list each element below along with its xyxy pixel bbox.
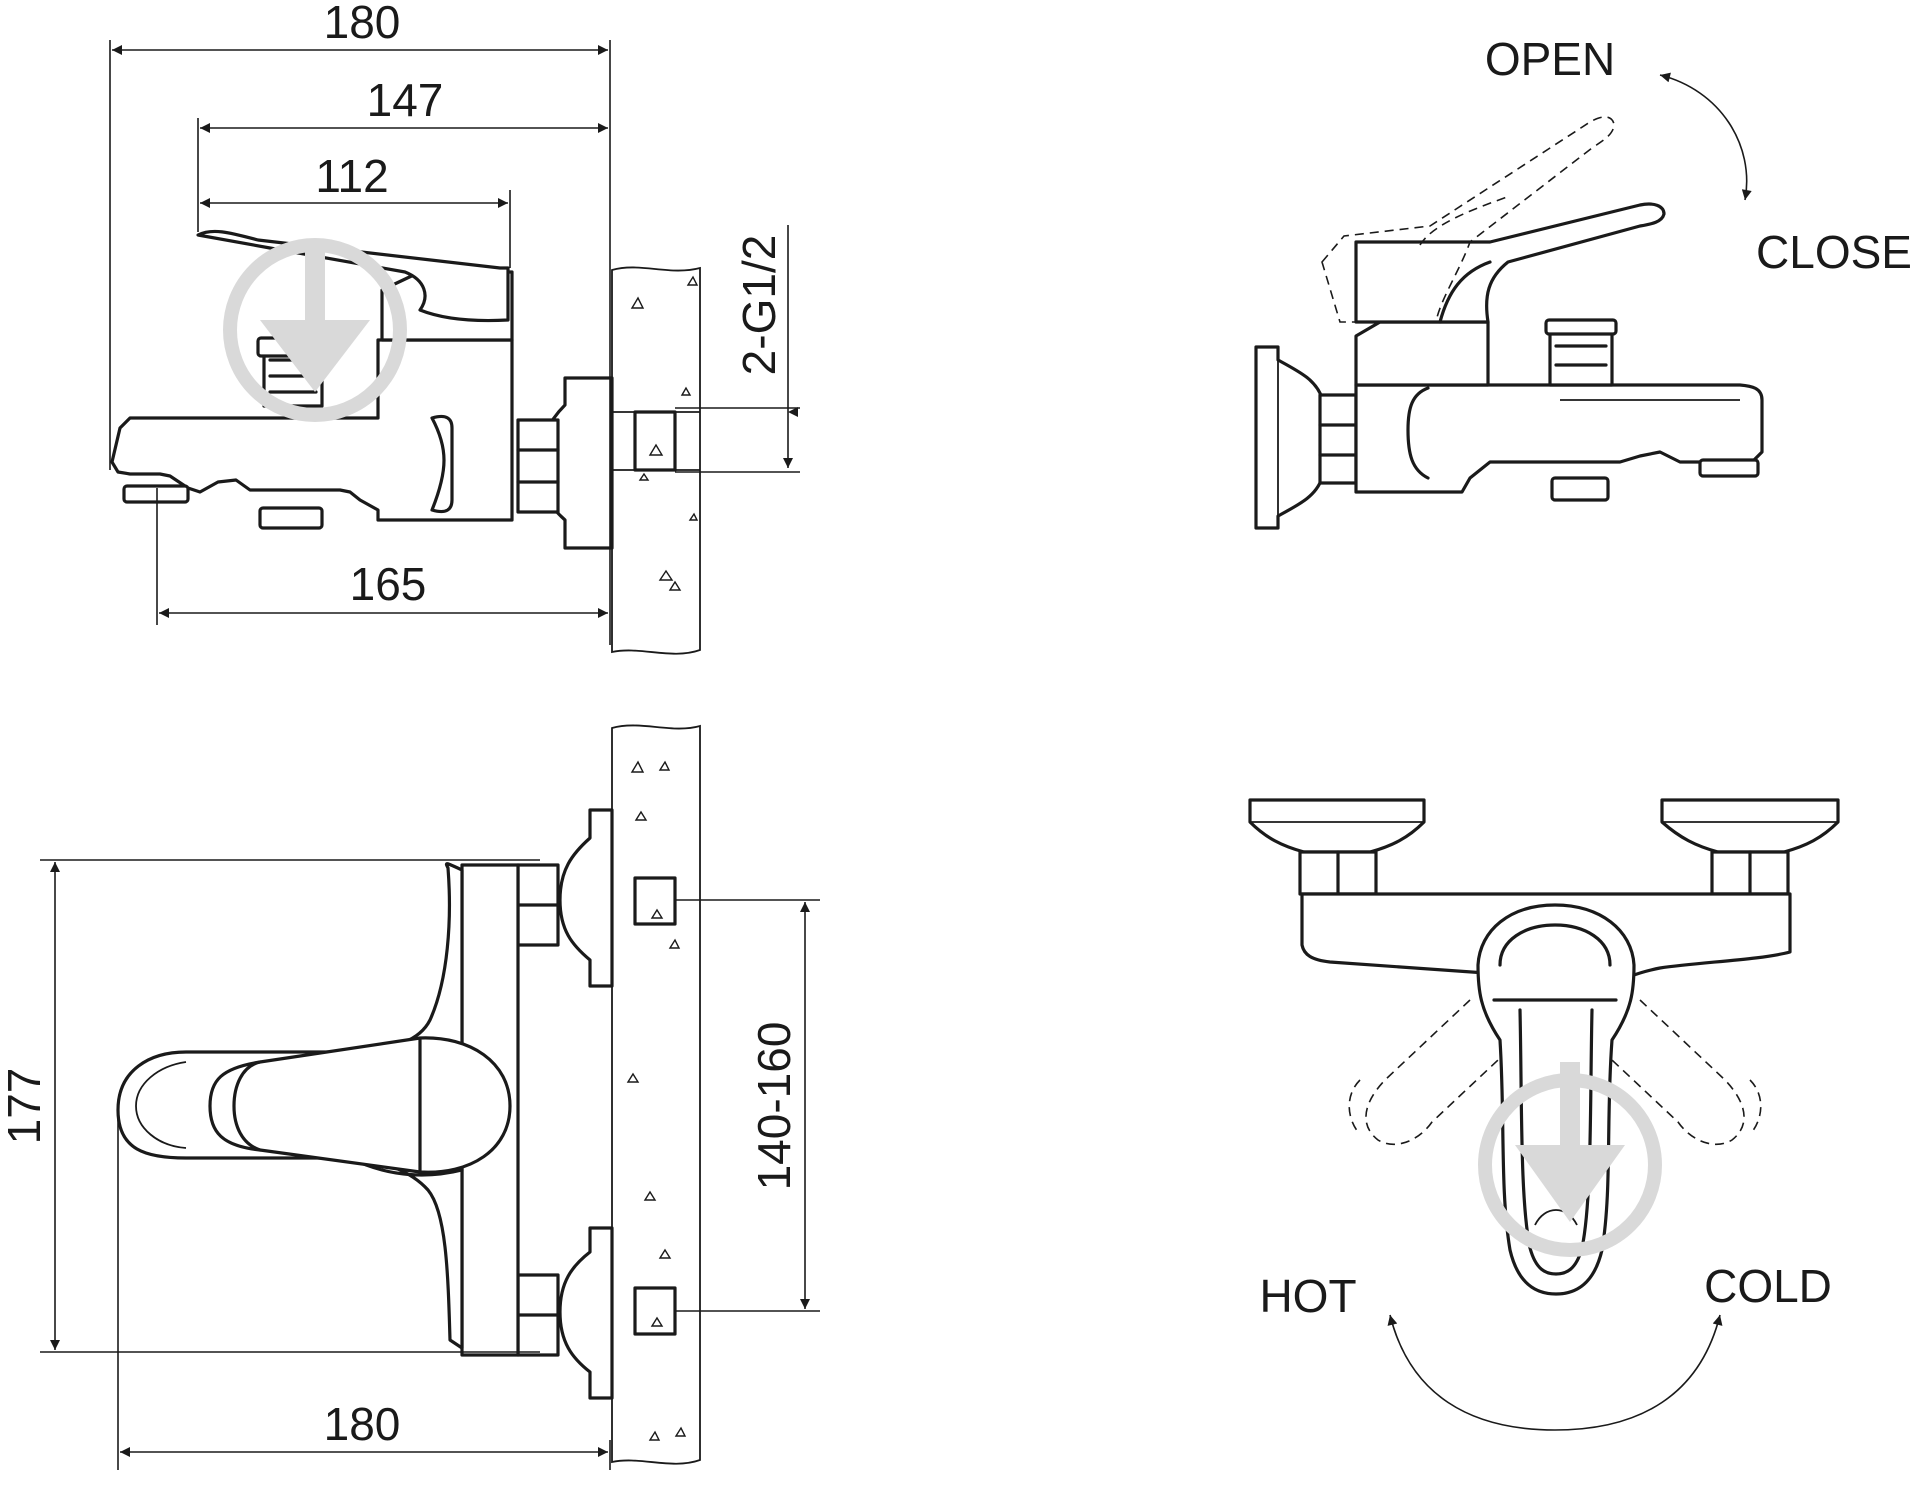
side-outlet [258,506,324,530]
top-view-wall [611,724,701,1465]
side-aerator [122,484,190,504]
end-view: OPEN CLOSE [1254,33,1912,530]
end-outlet [1550,476,1610,502]
dim-centers: 140-160 [748,1022,800,1191]
end-body [1354,383,1764,494]
side-body [110,338,514,522]
front-view: HOT COLD [1248,798,1840,1431]
dim-lever-length: 112 [315,150,388,202]
side-view: 180 147 112 165 2-G1/2 [109,0,800,655]
end-lever-open [1321,116,1615,323]
end-diverter [1544,318,1618,387]
download-arrow-circle-icon [223,238,407,422]
open-close-arrow [1659,72,1752,201]
end-flange [1254,345,1324,530]
front-flange-left [1248,798,1426,854]
close-label: CLOSE [1756,226,1912,278]
top-flange-lower [558,1226,614,1400]
end-nut [1318,393,1358,485]
dim-total-length: 180 [324,0,401,48]
top-view: 177 140-160 180 [0,724,820,1470]
front-lever-center [1476,903,1636,1296]
open-label: OPEN [1485,33,1615,85]
side-nut [516,418,560,514]
top-pipe-upper [633,876,677,926]
side-lever [196,229,510,323]
top-pipe-lower [633,1286,677,1336]
front-lever-hot [1365,999,1531,1146]
download-arrow-circle-icon [1478,1062,1662,1257]
end-lever [1354,202,1666,324]
front-flange-right [1660,798,1840,854]
top-flange-upper [558,808,614,988]
thread-label: 2-G1/2 [733,235,785,376]
end-cartridge [1354,320,1490,387]
hot-cold-arrow [1387,1314,1723,1431]
dim-lever-to-wall: 147 [367,74,444,126]
front-lever-cold [1579,999,1745,1146]
dim-spout-reach: 165 [350,558,427,610]
side-pipe [633,410,677,472]
hot-label: HOT [1259,1270,1356,1322]
dim-depth: 180 [324,1398,401,1450]
dim-height: 177 [0,1068,50,1145]
cold-label: COLD [1704,1260,1832,1312]
end-aerator [1698,458,1760,478]
